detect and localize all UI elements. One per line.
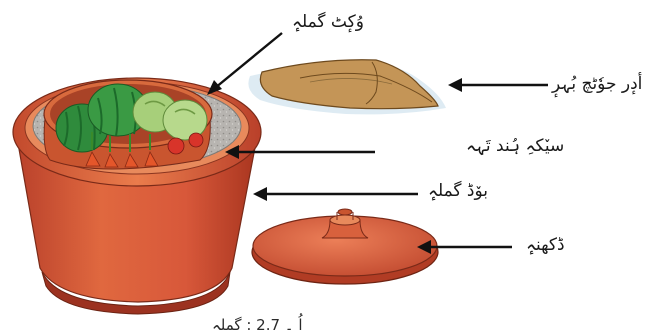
wet-jute-cloth — [248, 60, 446, 115]
lid — [252, 209, 438, 284]
figure-caption: اُ ۔ 2.7 : گملہ — [212, 318, 303, 333]
arrowhead-wet-cloth — [448, 78, 462, 92]
label-wet-sand-layer: سیٚکہِ ہُند تَہہ — [466, 138, 564, 155]
label-outer-pot: بوٚڈ گملہٕ — [428, 183, 488, 200]
label-inner-pot: وُکٕٹ گملہٕ — [292, 14, 364, 31]
label-lid: ڈکھنہٕ — [526, 237, 565, 254]
label-wet-cloth: أدٕر جوٗٹچ بُہرٕ — [552, 76, 642, 93]
arrowhead-outer-pot — [253, 187, 267, 201]
